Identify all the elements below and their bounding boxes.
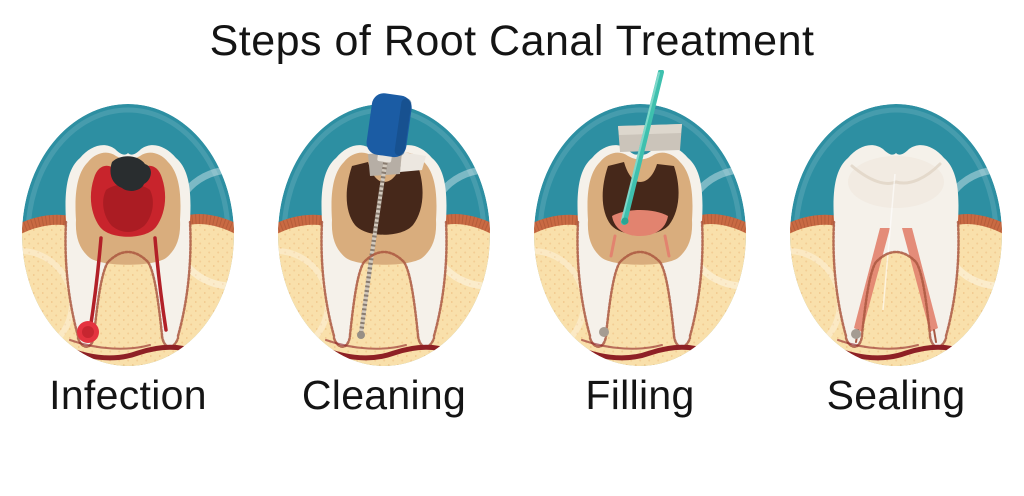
filled-canal-right — [902, 227, 938, 332]
step-figure-filling: Filling — [512, 69, 768, 419]
step-figure-cleaning: Cleaning — [256, 70, 512, 419]
cavity-spot — [110, 155, 151, 191]
tooth-illustration-cleaning — [274, 92, 494, 370]
dental-file-handle — [366, 92, 412, 163]
step-label-filling: Filling — [585, 371, 695, 418]
tooth-illustration-filling — [530, 69, 750, 370]
dental-file-threads — [358, 157, 389, 334]
pulp-inner-shade — [103, 183, 153, 232]
step-figure-infection: Infection — [0, 70, 256, 419]
step-figure-sealing: Sealing — [768, 70, 1024, 419]
root-abscess-core — [82, 325, 94, 338]
step-label-cleaning: Cleaning — [301, 371, 467, 418]
tooth-illustration-infection — [18, 70, 238, 370]
step-label-sealing: Sealing — [826, 371, 966, 418]
infographic-page: Steps of Root Canal Treatment — [0, 16, 1024, 496]
access-pad-highlight — [618, 123, 682, 135]
steps-row: Infection — [0, 69, 1024, 419]
page-title: Steps of Root Canal Treatment — [209, 17, 815, 65]
gutta-percha-point-tool — [621, 69, 664, 225]
sealed-root-tip — [851, 328, 861, 339]
file-tip — [357, 330, 365, 339]
step-label-infection: Infection — [49, 371, 207, 418]
crown-cusp-line — [850, 162, 942, 185]
sealed-root-tip — [599, 326, 609, 337]
infected-canals — [88, 235, 168, 332]
access-opening-light — [400, 151, 426, 172]
filled-canal-tops — [609, 234, 671, 258]
tooth-illustration-sealing — [786, 70, 1006, 370]
sealing-post-line — [882, 173, 896, 310]
filled-canal-left — [854, 227, 890, 332]
